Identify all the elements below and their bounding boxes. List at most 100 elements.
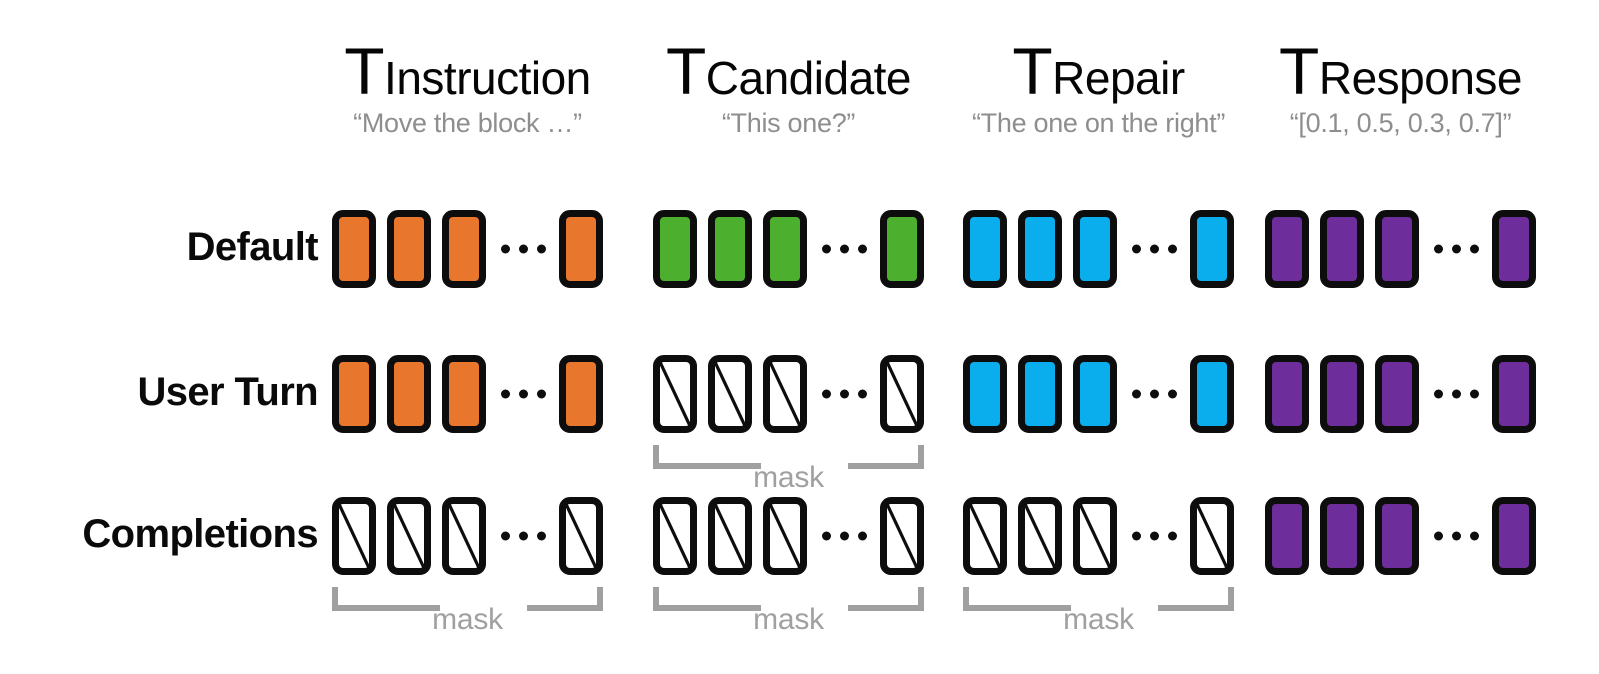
token-ellipsis xyxy=(1131,389,1177,399)
ellipsis-dot xyxy=(518,531,528,541)
token-ellipsis xyxy=(500,244,546,254)
mask-slash-icon xyxy=(566,504,596,568)
mask-slash-icon xyxy=(449,504,479,568)
token-group-default-response xyxy=(1265,210,1536,288)
ellipsis-dot xyxy=(1469,244,1479,254)
token-block-masked xyxy=(880,355,924,433)
token-ellipsis xyxy=(1131,531,1177,541)
token-group-default-instruction xyxy=(332,210,603,288)
ellipsis-dot xyxy=(1131,244,1141,254)
mask-slash-icon xyxy=(394,504,424,568)
token-ellipsis xyxy=(1131,244,1177,254)
mask-bracket-tick-right xyxy=(918,587,924,611)
token-block-masked xyxy=(880,497,924,575)
token-ellipsis xyxy=(821,531,867,541)
token-blocks xyxy=(963,210,1234,288)
token-block-orange xyxy=(387,210,431,288)
mask-bracket-tick-left xyxy=(963,587,969,611)
token-block-orange xyxy=(559,355,603,433)
column-header-instruction: TInstruction“Move the block …” xyxy=(292,38,643,137)
token-block-green xyxy=(708,210,752,288)
token-ellipsis xyxy=(500,389,546,399)
token-ellipsis xyxy=(500,531,546,541)
mask-bracket-tick-right xyxy=(918,445,924,469)
token-block-green xyxy=(763,210,807,288)
mask-bracket-segment-left xyxy=(332,605,441,611)
mask-annotation-completions-instruction: mask xyxy=(332,587,603,635)
mask-bracket-tick-right xyxy=(1228,587,1234,611)
column-title-subscript-response: Response xyxy=(1318,52,1523,104)
token-block-purple xyxy=(1375,355,1419,433)
row-label-completions: Completions xyxy=(82,512,318,556)
mask-label: mask xyxy=(432,603,503,636)
token-block-orange xyxy=(332,355,376,433)
mask-label: mask xyxy=(753,603,824,636)
row-label-user-turn: User Turn xyxy=(137,370,318,414)
token-group-completions-response xyxy=(1265,497,1536,575)
token-block-purple xyxy=(1320,497,1364,575)
mask-bracket-segment-right xyxy=(527,605,603,611)
mask-slash-icon xyxy=(770,362,800,426)
token-block-purple xyxy=(1375,210,1419,288)
mask-slash-icon xyxy=(715,504,745,568)
token-block-purple xyxy=(1492,210,1536,288)
token-block-blue xyxy=(963,355,1007,433)
token-ellipsis xyxy=(1433,531,1479,541)
token-ellipsis xyxy=(1433,389,1479,399)
mask-annotation-completions-candidate: mask xyxy=(653,587,924,635)
column-example-instruction: “Move the block …” xyxy=(353,108,582,138)
ellipsis-dot xyxy=(500,531,510,541)
token-blocks xyxy=(332,497,603,575)
token-block-blue xyxy=(1190,355,1234,433)
ellipsis-dot xyxy=(821,244,831,254)
token-block-masked xyxy=(708,355,752,433)
mask-bracket: mask xyxy=(653,445,924,493)
token-block-purple xyxy=(1265,355,1309,433)
token-block-orange xyxy=(332,210,376,288)
token-blocks xyxy=(332,355,603,433)
token-block-masked xyxy=(1018,497,1062,575)
token-block-blue xyxy=(1190,210,1234,288)
token-blocks xyxy=(963,497,1234,575)
column-header-response: TResponse“[0.1, 0.5, 0.3, 0.7]” xyxy=(1225,38,1576,137)
token-block-masked xyxy=(653,497,697,575)
ellipsis-dot xyxy=(1131,531,1141,541)
ellipsis-dot xyxy=(1149,531,1159,541)
token-blocks xyxy=(653,355,924,433)
ellipsis-dot xyxy=(1167,531,1177,541)
token-block-blue xyxy=(1018,210,1062,288)
token-block-purple xyxy=(1320,210,1364,288)
column-title-response: TResponse xyxy=(1225,38,1576,104)
ellipsis-dot xyxy=(1451,531,1461,541)
mask-annotation-completions-repair: mask xyxy=(963,587,1234,635)
mask-bracket-segment-left xyxy=(653,605,762,611)
ellipsis-dot xyxy=(536,531,546,541)
token-group-user-turn-instruction xyxy=(332,355,603,433)
mask-slash-icon xyxy=(660,504,690,568)
token-group-completions-instruction: mask xyxy=(332,497,603,635)
token-block-masked xyxy=(559,497,603,575)
token-block-purple xyxy=(1265,210,1309,288)
token-blocks xyxy=(653,210,924,288)
mask-slash-icon xyxy=(887,362,917,426)
mask-slash-icon xyxy=(770,504,800,568)
token-block-purple xyxy=(1320,355,1364,433)
token-group-user-turn-repair xyxy=(963,355,1234,433)
column-header-repair: TRepair“The one on the right” xyxy=(923,38,1274,137)
token-block-green xyxy=(653,210,697,288)
mask-label: mask xyxy=(753,461,824,494)
mask-bracket-segment-right xyxy=(848,463,924,469)
ellipsis-dot xyxy=(518,244,528,254)
mask-slash-icon xyxy=(1197,504,1227,568)
mask-bracket-tick-right xyxy=(597,587,603,611)
token-blocks xyxy=(1265,355,1536,433)
token-block-purple xyxy=(1492,497,1536,575)
mask-bracket: mask xyxy=(963,587,1234,635)
mask-label: mask xyxy=(1063,603,1134,636)
token-block-masked xyxy=(708,497,752,575)
ellipsis-dot xyxy=(1167,244,1177,254)
column-example-repair: “The one on the right” xyxy=(971,108,1226,138)
token-group-default-candidate xyxy=(653,210,924,288)
token-block-orange xyxy=(387,355,431,433)
ellipsis-dot xyxy=(518,389,528,399)
